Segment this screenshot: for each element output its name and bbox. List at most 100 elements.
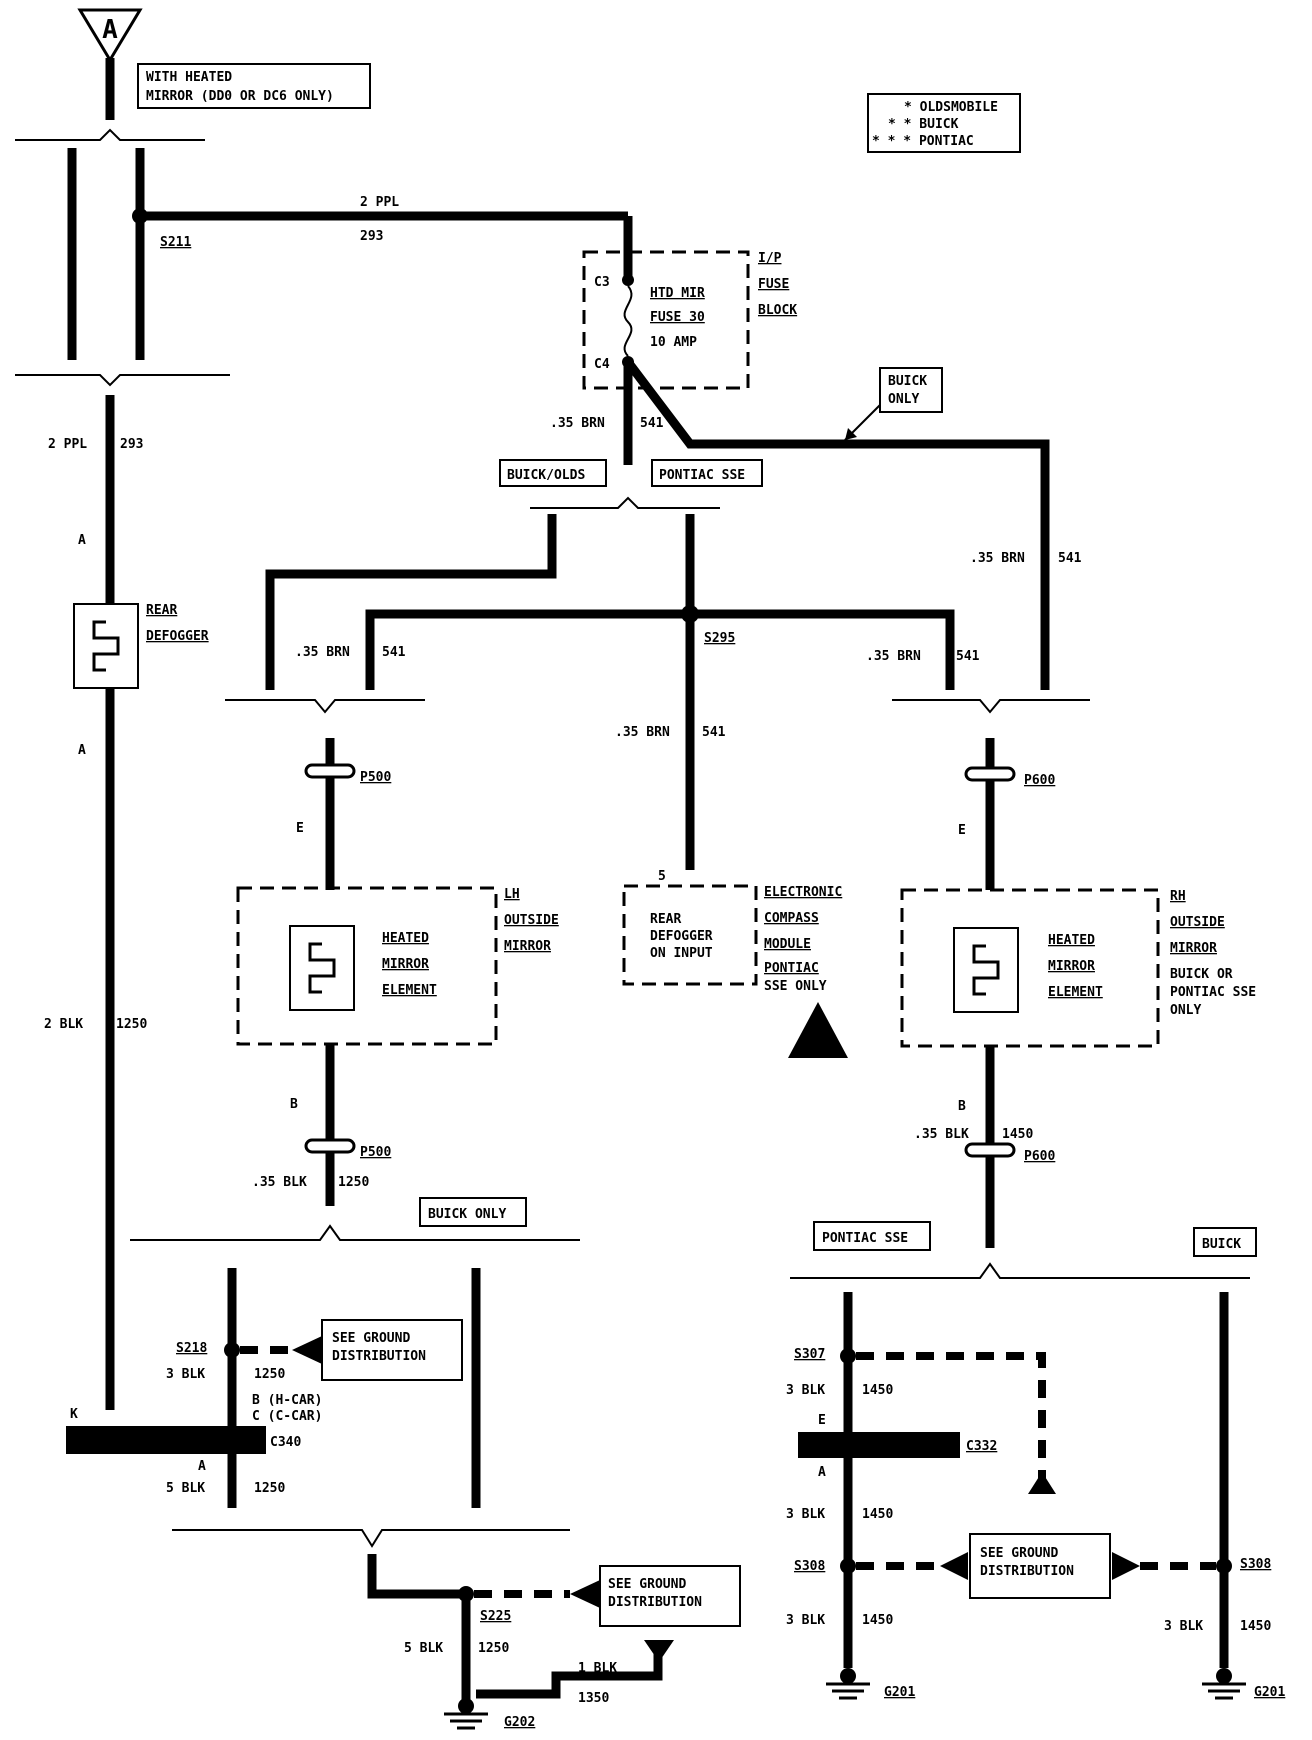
buick-note-bottom: BUICK xyxy=(1193,1227,1257,1257)
heated-mirror-note: WITH HEATED MIRROR (DD0 OR DC6 ONLY) xyxy=(137,63,371,109)
svg-text:10 AMP: 10 AMP xyxy=(650,335,697,350)
svg-text:C3: C3 xyxy=(594,275,610,290)
svg-text:REAR: REAR xyxy=(146,603,177,618)
splice-s218 xyxy=(224,1342,240,1358)
svg-text:A: A xyxy=(78,533,86,548)
svg-text:G201: G201 xyxy=(884,1685,915,1700)
svg-text:WITH HEATED: WITH HEATED xyxy=(146,70,232,85)
svg-text:3 BLK: 3 BLK xyxy=(786,1383,825,1398)
ground-distribution-ref-3: SEE GROUND DISTRIBUTION xyxy=(969,1533,1111,1599)
svg-text:E: E xyxy=(958,823,966,838)
svg-text:PONTIAC SSE: PONTIAC SSE xyxy=(822,1231,908,1246)
svg-text:BUICK/OLDS: BUICK/OLDS xyxy=(507,468,585,483)
svg-text:541: 541 xyxy=(382,645,406,660)
svg-text:DISTRIBUTION: DISTRIBUTION xyxy=(332,1349,426,1364)
svg-text:ELECTRONIC: ELECTRONIC xyxy=(764,885,842,900)
svg-text:SEE GROUND: SEE GROUND xyxy=(332,1331,410,1346)
svg-text:COMPASS: COMPASS xyxy=(764,911,819,926)
svg-text:1250: 1250 xyxy=(116,1017,147,1032)
svg-text:.35 BRN: .35 BRN xyxy=(615,725,670,740)
svg-text:.35 BLK: .35 BLK xyxy=(914,1127,969,1142)
svg-text:S308: S308 xyxy=(794,1559,825,1574)
svg-text:.35 BRN: .35 BRN xyxy=(550,416,605,431)
svg-text:BLOCK: BLOCK xyxy=(758,303,797,318)
svg-text:ELEMENT: ELEMENT xyxy=(1048,985,1103,1000)
svg-text:E: E xyxy=(818,1413,826,1428)
svg-text:1250: 1250 xyxy=(338,1175,369,1190)
svg-text:S225: S225 xyxy=(480,1609,511,1624)
svg-text:5: 5 xyxy=(658,869,666,884)
svg-text:C (C-CAR): C (C-CAR) xyxy=(252,1409,322,1424)
svg-text:B (H-CAR): B (H-CAR) xyxy=(252,1393,322,1408)
svg-text:PONTIAC SSE: PONTIAC SSE xyxy=(659,468,745,483)
wire-buick-only-rh xyxy=(624,359,1050,690)
svg-text:541: 541 xyxy=(956,649,980,664)
ground-distribution-ref-1: SEE GROUND DISTRIBUTION xyxy=(321,1319,463,1381)
svg-text:G202: G202 xyxy=(504,1715,535,1730)
svg-text:5 BLK: 5 BLK xyxy=(166,1481,205,1496)
svg-text:HTD MIR: HTD MIR xyxy=(650,286,705,301)
svg-text:* * * PONTIAC: * * * PONTIAC xyxy=(872,134,974,149)
svg-text:S218: S218 xyxy=(176,1341,207,1356)
svg-text:A: A xyxy=(198,1459,206,1474)
svg-text:293: 293 xyxy=(120,437,143,452)
svg-text:1250: 1250 xyxy=(254,1367,285,1382)
svg-text:3 BLK: 3 BLK xyxy=(1164,1619,1203,1634)
buick-only-note-mid: BUICK ONLY xyxy=(419,1197,527,1227)
svg-text:RH: RH xyxy=(1170,889,1186,904)
svg-text:3 BLK: 3 BLK xyxy=(166,1367,205,1382)
splice-s307 xyxy=(840,1348,856,1364)
svg-text:P600: P600 xyxy=(1024,773,1055,788)
svg-text:FUSE 30: FUSE 30 xyxy=(650,310,705,325)
svg-text:1450: 1450 xyxy=(862,1507,893,1522)
svg-text:G201: G201 xyxy=(1254,1685,1285,1700)
svg-text:P500: P500 xyxy=(360,770,391,785)
splice-s211-label: S211 xyxy=(160,235,191,250)
ground-g202-icon xyxy=(444,1698,488,1730)
svg-text:FUSE: FUSE xyxy=(758,277,789,292)
ground-distribution-ref-2: SEE GROUND DISTRIBUTION xyxy=(599,1565,741,1627)
svg-text:MIRROR: MIRROR xyxy=(382,957,429,972)
svg-text:A: A xyxy=(78,743,86,758)
svg-text:BUICK: BUICK xyxy=(1202,1237,1241,1252)
svg-text:DEFOGGER: DEFOGGER xyxy=(650,929,713,944)
lh-mirror-chain: P500 E HEATED MIRROR ELEMENT LH OUTSIDE … xyxy=(236,738,559,1206)
ground-g201-right-icon xyxy=(1202,1668,1246,1700)
svg-text:3 BLK: 3 BLK xyxy=(786,1613,825,1628)
svg-text:5 BLK: 5 BLK xyxy=(404,1641,443,1656)
svg-text:P500: P500 xyxy=(360,1145,391,1160)
svg-text:ONLY: ONLY xyxy=(1170,1003,1201,1018)
svg-text:1350: 1350 xyxy=(578,1691,609,1706)
svg-text:MIRROR: MIRROR xyxy=(504,939,551,954)
svg-text:K: K xyxy=(70,1407,78,1422)
svg-text:MIRROR: MIRROR xyxy=(1048,959,1095,974)
ip-fuse-block: C3 C4 HTD MIR FUSE 30 10 AMP I/P FUSE BL… xyxy=(582,250,797,390)
feed-a-label: A xyxy=(102,15,118,45)
svg-text:541: 541 xyxy=(1058,551,1082,566)
svg-text:1450: 1450 xyxy=(1240,1619,1271,1634)
svg-text:1 BLK: 1 BLK xyxy=(578,1661,617,1676)
svg-text:SSE ONLY: SSE ONLY xyxy=(764,979,827,994)
svg-text:SEE GROUND: SEE GROUND xyxy=(980,1546,1058,1561)
buick-only-note-top: BUICK ONLY xyxy=(844,367,943,441)
svg-text:REAR: REAR xyxy=(650,912,681,927)
svg-text:P600: P600 xyxy=(1024,1149,1055,1164)
feed-a-symbol: A xyxy=(77,8,143,120)
svg-text:E: E xyxy=(296,821,304,836)
svg-text:C4: C4 xyxy=(594,357,610,372)
svg-text:C332: C332 xyxy=(966,1439,997,1454)
svg-text:MODULE: MODULE xyxy=(764,937,811,952)
wire-buick-olds xyxy=(265,514,557,690)
connector-c332 xyxy=(798,1432,960,1458)
svg-text:3 BLK: 3 BLK xyxy=(786,1507,825,1522)
svg-text:ON INPUT: ON INPUT xyxy=(650,946,713,961)
svg-text:C340: C340 xyxy=(270,1435,301,1450)
splice-s295-label: S295 xyxy=(704,631,735,646)
buick-olds-note: BUICK/OLDS xyxy=(499,459,607,487)
esd-icon xyxy=(788,1002,848,1058)
svg-text:BUICK: BUICK xyxy=(888,374,927,389)
pontiac-sse-note-bottom: PONTIAC SSE xyxy=(813,1221,931,1251)
svg-text:A: A xyxy=(818,1465,826,1480)
svg-text:B: B xyxy=(290,1097,298,1112)
